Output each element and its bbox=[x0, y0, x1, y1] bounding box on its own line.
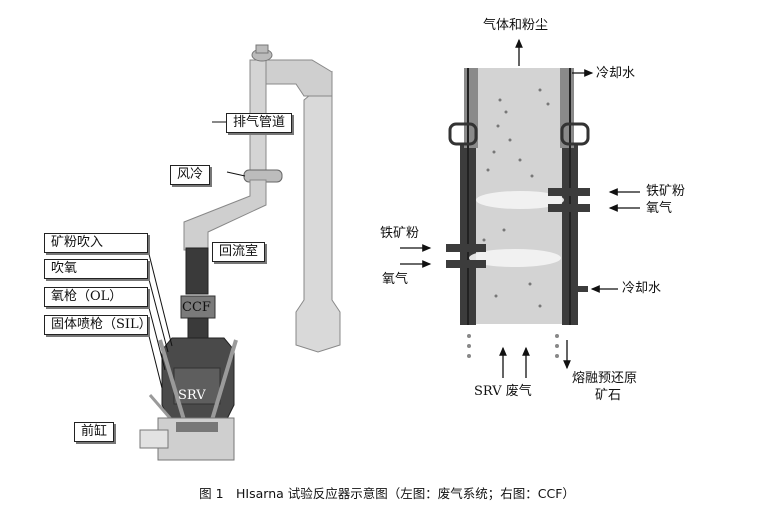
iron-ore-left-label: 铁矿粉 bbox=[380, 226, 420, 241]
oxygen-left-label: 氧气 bbox=[382, 272, 409, 287]
srv-offgas-label: SRV 废气 bbox=[474, 384, 532, 399]
gas-dust-label: 气体和粉尘 bbox=[483, 18, 549, 33]
molten-ore-label-line1: 熔融预还原 bbox=[572, 371, 638, 386]
ccf-label: CCF bbox=[182, 300, 211, 315]
forehearth bbox=[139, 429, 169, 449]
oxygen-lance-label: 氧枪（OL） bbox=[44, 287, 148, 307]
cooling-water-top-label: 冷却水 bbox=[596, 66, 636, 81]
oxygen-right-label: 氧气 bbox=[646, 201, 673, 216]
iron-ore-right-label: 铁矿粉 bbox=[646, 184, 686, 199]
lance-left bbox=[158, 339, 186, 421]
ore-injection-label: 矿粉吹入 bbox=[44, 233, 148, 253]
ccf-detail-diagram bbox=[400, 38, 640, 378]
air-cooling-label: 风冷 bbox=[170, 165, 211, 185]
exhaust-system-diagram bbox=[139, 44, 341, 461]
forehearth-label: 前缸 bbox=[74, 422, 115, 442]
diagonal-duct bbox=[183, 179, 267, 251]
figure-caption: 图 1 HIsarna 试验反应器示意图（左图：废气系统；右图：CCF） bbox=[199, 486, 575, 501]
cooling-water-right-label: 冷却水 bbox=[622, 281, 662, 296]
ccf-column bbox=[185, 247, 209, 295]
return-chamber-column bbox=[295, 70, 341, 353]
molten-ore-label-line2: 矿石 bbox=[595, 388, 622, 403]
srv-label: SRV bbox=[178, 388, 206, 403]
lance-right bbox=[210, 339, 238, 421]
exhaust-duct-label: 排气管道 bbox=[226, 113, 293, 133]
solid-lance-label: 固体喷枪（SIL） bbox=[44, 315, 152, 335]
return-chamber-label: 回流室 bbox=[212, 242, 266, 262]
oxygen-blowing-label: 吹氧 bbox=[44, 259, 148, 279]
molten-drips bbox=[467, 334, 559, 358]
dust-particles bbox=[482, 88, 550, 308]
